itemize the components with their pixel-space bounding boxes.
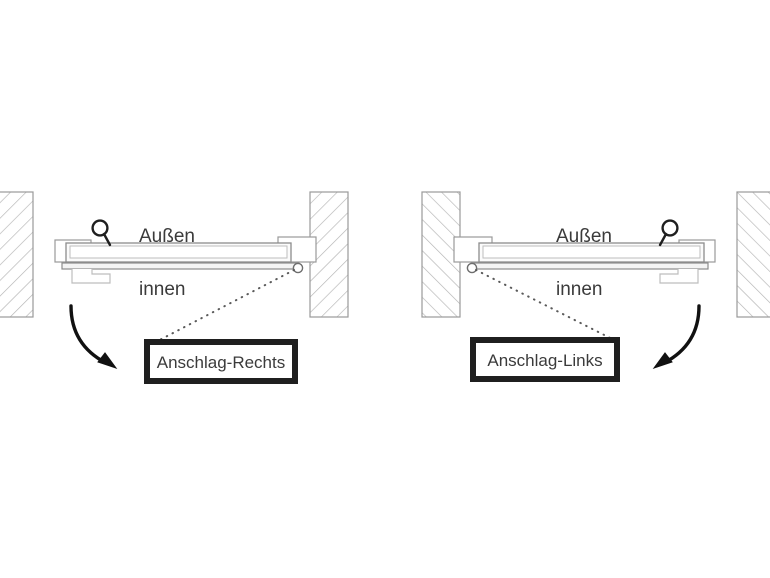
panel-left-hand: Außen innen Anschlag-Links [421, 191, 770, 382]
panel-right-hand: Außen innen Anschlag-Rechts [0, 191, 349, 384]
latch-detail [659, 269, 699, 284]
label-inside: innen [556, 279, 603, 300]
wall-block-left [0, 191, 34, 318]
swing-arrow [69, 304, 118, 369]
callout-label: Anschlag-Rechts [157, 353, 286, 372]
label-inside: innen [139, 279, 186, 300]
swing-arrow [652, 304, 701, 369]
label-outside: Außen [556, 226, 612, 247]
latch-detail [71, 269, 111, 284]
wall-block-right [736, 191, 770, 318]
leader-line [475, 269, 621, 344]
door-handle-icon [658, 219, 679, 247]
leader-line [149, 269, 295, 346]
door-handle-icon [91, 219, 112, 247]
callout-anschlag-rechts[interactable]: Anschlag-Rechts [144, 339, 298, 384]
door-assembly [54, 236, 317, 284]
door-assembly [453, 236, 716, 284]
hinge-pivot [466, 262, 478, 274]
label-outside: Außen [139, 226, 195, 247]
callout-label: Anschlag-Links [487, 351, 602, 370]
hinge-pivot [292, 262, 304, 274]
callout-anschlag-links[interactable]: Anschlag-Links [470, 337, 620, 382]
